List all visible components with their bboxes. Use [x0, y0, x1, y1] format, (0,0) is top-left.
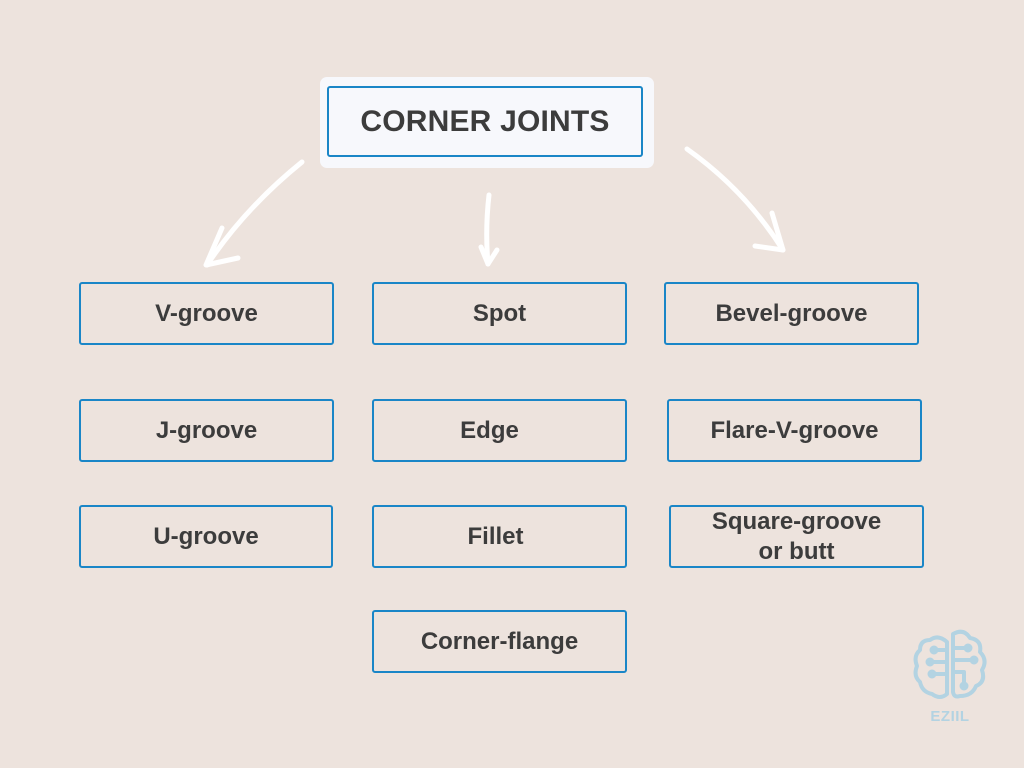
node-j-groove: J-groove	[79, 399, 334, 462]
node-label: J-groove	[155, 417, 258, 444]
logo-text: EZIIL	[930, 708, 970, 725]
node-label: Bevel-groove	[715, 300, 868, 327]
node-label: Fillet	[467, 523, 524, 550]
node-bevel-groove: Bevel-groove	[664, 282, 919, 345]
node-fillet: Fillet	[372, 505, 627, 568]
arrow-left	[204, 159, 305, 268]
node-label-line2: or butt	[758, 537, 835, 565]
node-spot: Spot	[372, 282, 627, 345]
node-v-groove: V-groove	[79, 282, 334, 345]
node-label: Spot	[472, 300, 527, 327]
arrow-right	[684, 146, 786, 253]
node-label: Corner-flange	[420, 628, 579, 655]
node-u-groove: U-groove	[79, 505, 333, 568]
node-square-groove-or-butt: Square-groove or butt	[669, 505, 924, 568]
node-label: V-groove	[155, 300, 258, 327]
diagram-title: CORNER JOINTS	[327, 86, 643, 157]
node-corner-flange: Corner-flange	[372, 610, 627, 673]
node-label: Edge	[460, 417, 519, 444]
node-label: Flare-V-groove	[710, 417, 879, 444]
brain-circuit-icon	[913, 629, 987, 699]
node-label: U-groove	[153, 523, 259, 550]
node-label-line1: Square-groove	[711, 507, 882, 535]
node-edge: Edge	[372, 399, 627, 462]
node-flare-v-groove: Flare-V-groove	[667, 399, 922, 462]
arrow-middle	[484, 192, 492, 267]
